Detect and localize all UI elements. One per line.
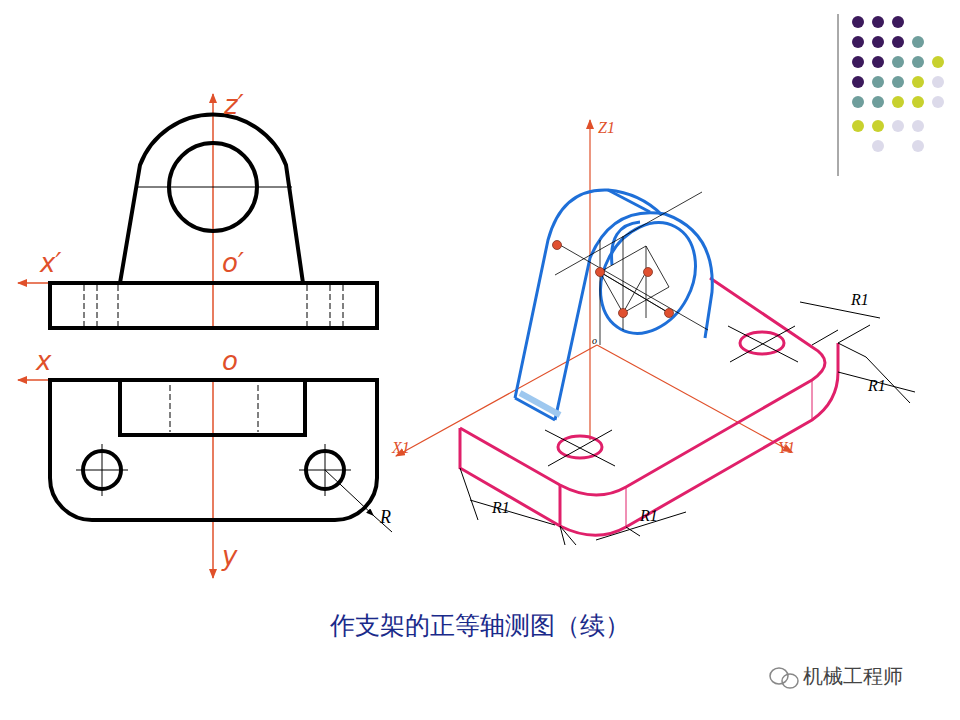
axis-label: o′ xyxy=(222,250,244,276)
axis-label: z′ xyxy=(224,92,244,118)
watermark-icon xyxy=(770,668,798,688)
radius-label: R xyxy=(380,508,391,526)
axis-label: Z1 xyxy=(598,120,615,136)
watermark: 机械工程师 xyxy=(803,666,903,686)
isometric-view xyxy=(396,120,915,545)
caption: 作支架的正等轴测图（续） xyxy=(330,613,630,638)
dimension-label: R1 xyxy=(640,508,658,524)
dimension-label: R1 xyxy=(868,378,886,394)
axis-label: X1 xyxy=(392,440,410,456)
dimension-label: R1 xyxy=(851,292,869,308)
decor-dots xyxy=(838,14,944,176)
axis-label: x xyxy=(36,348,51,374)
axis-label: Y1 xyxy=(778,440,795,456)
axis-label: y xyxy=(222,543,237,569)
orthographic-views xyxy=(18,94,392,578)
axis-label: o xyxy=(222,348,238,374)
origin-label: o xyxy=(592,336,597,346)
axis-label: x′ xyxy=(40,250,61,276)
dimension-label: R1 xyxy=(492,500,510,516)
